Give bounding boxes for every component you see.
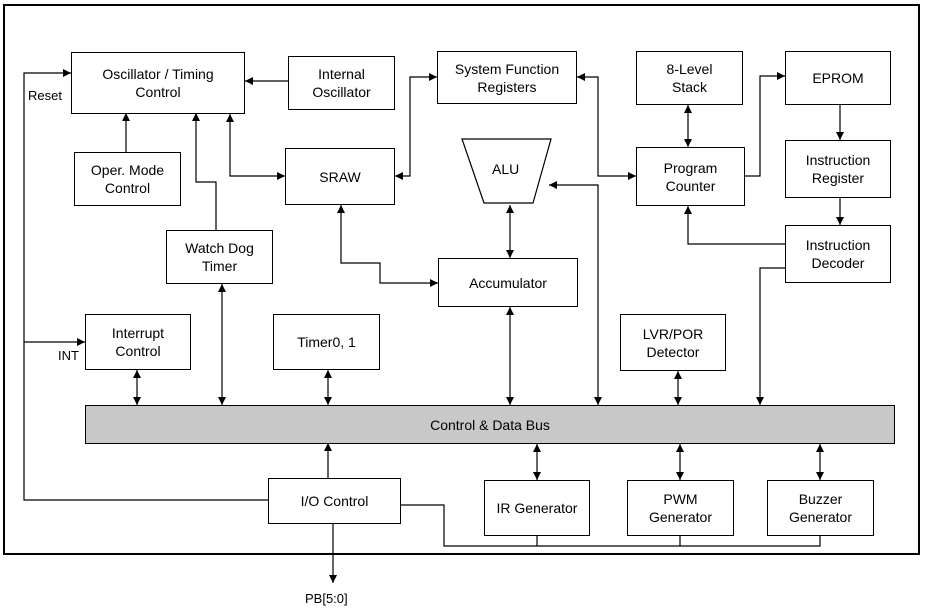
wdt-to-osc-line [192,113,217,230]
sfr-pc-line [577,73,636,180]
decoder-bus-line [756,267,785,405]
program-counter-block: Program Counter [636,147,745,206]
control-data-bus: Control & Data Bus [85,405,895,444]
interrupt-control-block: Interrupt Control [85,314,191,370]
buzzer-generator-block: Buzzer Generator [767,480,874,536]
sraw-sfr-line [395,73,437,180]
lvr-por-detector-block: LVR/POR Detector [620,314,726,371]
ir-generator-block: IR Generator [484,480,590,536]
instruction-decoder-block: Instruction Decoder [785,225,891,283]
alu-label: ALU [492,161,520,177]
reset-line [23,69,268,501]
sraw-block: SRAW [285,148,395,205]
int-label: INT [58,348,79,363]
io-control-block: I/O Control [268,478,401,524]
diagram-frame [3,4,920,555]
alu-bus-line [549,181,602,405]
generators-return-line [401,504,821,547]
internal-oscillator-block: Internal Oscillator [288,56,395,110]
pb-label: PB[5:0] [305,591,348,606]
watch-dog-timer-block: Watch Dog Timer [166,230,273,284]
alu-shape [461,138,552,204]
pwm-generator-block: PWM Generator [627,480,734,536]
osc-sraw-line [226,114,285,180]
system-function-registers-block: System Function Registers [437,51,577,104]
oper-mode-control-block: Oper. Mode Control [74,152,181,206]
sraw-acc-line [337,205,438,287]
decoder-pc-line [684,206,785,245]
timer-block: Timer0, 1 [273,314,380,370]
stack-block: 8-Level Stack [636,51,743,105]
instruction-register-block: Instruction Register [785,140,891,198]
oscillator-timing-control-block: Oscillator / Timing Control [71,52,245,114]
eprom-block: EPROM [785,51,891,105]
accumulator-block: Accumulator [438,258,578,307]
pc-eprom-line [745,72,785,177]
reset-label: Reset [28,88,62,103]
